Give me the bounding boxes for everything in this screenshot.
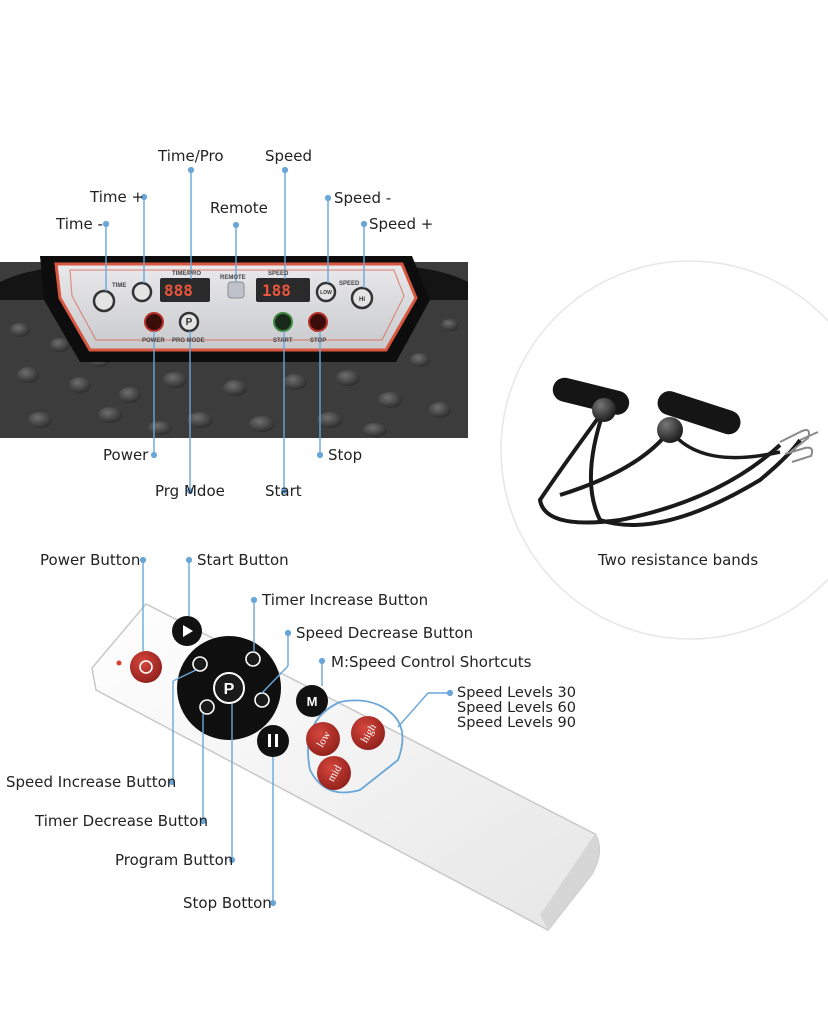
time-display-digits: 888 (164, 281, 193, 300)
stop-panel-button[interactable] (308, 312, 328, 332)
callout-program-button: Program Button (115, 851, 234, 869)
bands-circle-frame (500, 260, 828, 640)
callout-start-button: Start Button (197, 551, 289, 569)
remote-speed-decrease-button[interactable] (254, 692, 270, 708)
speed-level-60: Speed Levels 60 (457, 700, 576, 716)
remote-stop-button[interactable] (257, 725, 289, 757)
remote-mid-button[interactable] (317, 756, 351, 790)
prg-panel-glyph: P (186, 317, 193, 328)
panel-label-speed-display: SPEED (268, 271, 289, 277)
callout-start: Start (265, 482, 302, 500)
remote-timer-increase-button[interactable] (245, 651, 261, 667)
speed-plus-panel-button[interactable] (350, 286, 374, 310)
remote-power-button[interactable] (130, 651, 162, 683)
remote-m-button[interactable] (296, 685, 328, 717)
callout-time-pro: Time/Pro (158, 147, 224, 165)
panel-label-speed: SPEED (339, 281, 360, 287)
p-button-glyph: P (224, 681, 235, 698)
panel-label-power: POWER (142, 338, 165, 344)
callout-speed: Speed (265, 147, 313, 165)
speed-level-30: Speed Levels 30 (457, 685, 576, 701)
m-button-glyph: M (307, 694, 318, 709)
callout-m-shortcuts: M:Speed Control Shortcuts (331, 653, 532, 671)
remote-timer-decrease-button[interactable] (199, 699, 215, 715)
vibration-platform (0, 256, 468, 438)
remote-high-button[interactable] (351, 716, 385, 750)
panel-labels: TIME TIME/PRO REMOTE SPEED SPEED POWER P… (112, 271, 360, 344)
panel-label-remote: REMOTE (220, 275, 246, 281)
callout-time-plus: Time + (90, 188, 145, 206)
callout-time-minus: Time - (56, 215, 103, 233)
callout-timer-increase: Timer Increase Button (262, 591, 429, 609)
callout-speed-decrease: Speed Decrease Button (296, 624, 474, 642)
prg-mode-panel-button[interactable] (178, 311, 200, 333)
callout-power: Power (103, 446, 149, 464)
callout-speed-plus: Speed + (369, 215, 434, 233)
power-panel-button[interactable] (144, 312, 164, 332)
speed-display (256, 278, 310, 302)
callout-timer-decrease: Timer Decrease Button (35, 812, 208, 830)
remote-speed-increase-button[interactable] (192, 656, 208, 672)
time-minus-panel-button[interactable] (92, 289, 116, 313)
remote-sensor (227, 281, 245, 299)
bands-caption: Two resistance bands (598, 551, 759, 569)
band-handle-right (657, 391, 741, 435)
time-display (160, 278, 210, 302)
callout-stop: Stop (328, 446, 363, 464)
callout-prg-mode: Prg Mdoe (155, 482, 225, 500)
indicator-led (116, 660, 122, 666)
panel-label-start: START (273, 338, 293, 344)
callout-speed-minus: Speed - (334, 189, 392, 207)
resistance-bands-image (500, 260, 828, 640)
remote-control (91, 603, 601, 931)
remote-program-button[interactable] (213, 672, 245, 704)
callout-remote: Remote (210, 199, 268, 217)
callout-leaders (102, 166, 454, 907)
callout-power-button: Power Button (40, 551, 141, 569)
remote-low-button[interactable] (306, 722, 340, 756)
speed-level-90: Speed Levels 90 (457, 715, 576, 731)
panel-label-prg-mode: PRG MODE (172, 338, 205, 344)
band-clips (779, 429, 819, 463)
speed-minus-glyph: LOW (320, 290, 332, 296)
panel-label-stop: STOP (310, 338, 326, 344)
speed-plus-glyph: HI (359, 297, 365, 303)
callout-speed-levels: Speed Levels 30 Speed Levels 60 Speed Le… (457, 686, 576, 731)
time-plus-panel-button[interactable] (131, 281, 153, 303)
callout-stop-button: Stop Botton (183, 894, 272, 912)
start-panel-button[interactable] (273, 312, 293, 332)
callout-speed-increase: Speed Increase Button (6, 773, 177, 791)
speed-display-digits: 188 (262, 281, 291, 300)
speed-minus-panel-button[interactable] (315, 281, 337, 303)
panel-label-time: TIME (112, 283, 126, 289)
panel-label-time-pro: TIME/PRO (172, 271, 201, 277)
